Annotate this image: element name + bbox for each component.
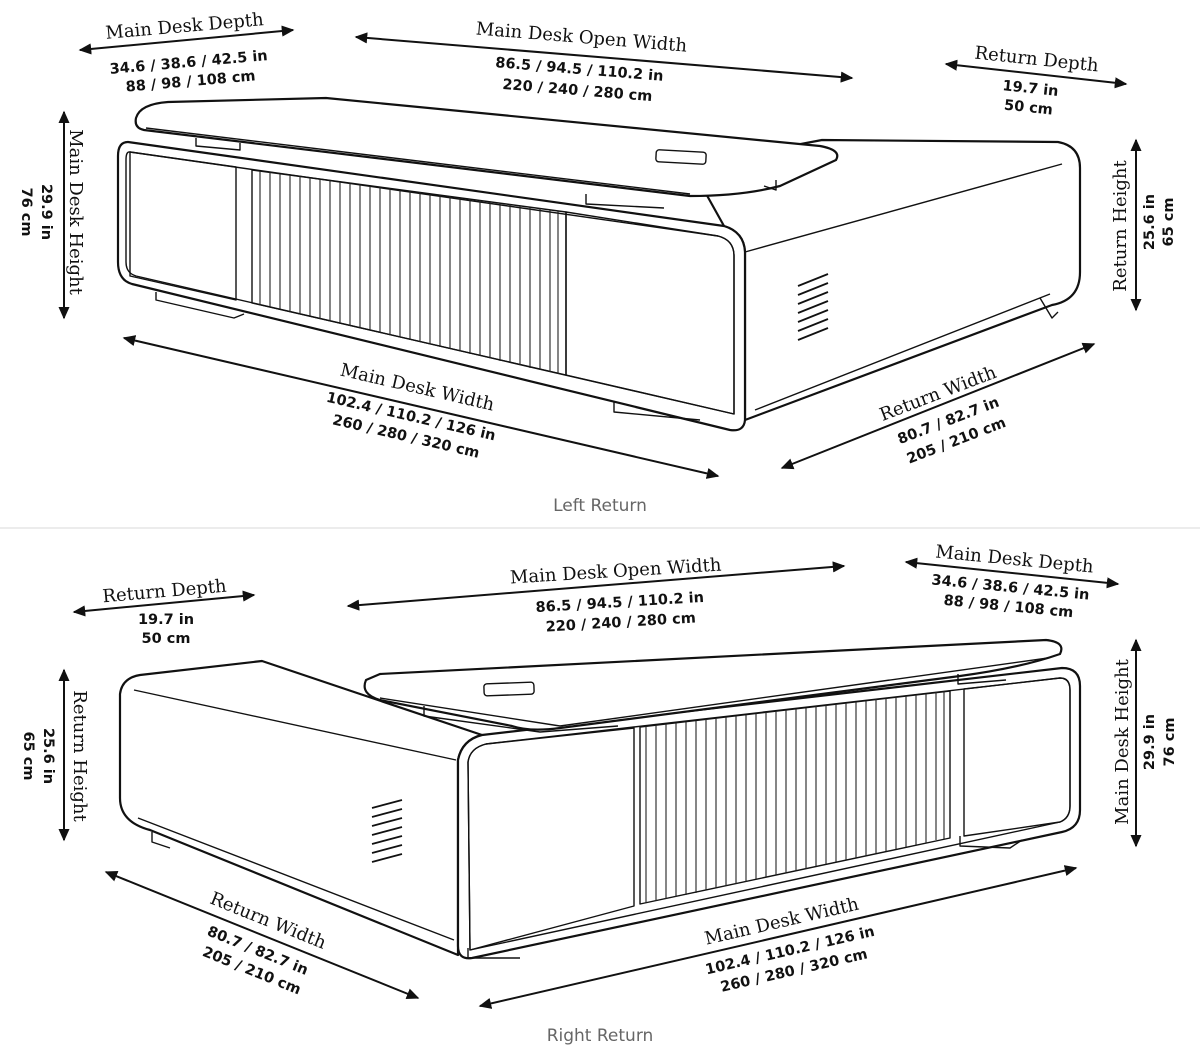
left-main-desk-width-arrow [122,335,720,479]
left-return-height-in: 25.6 in [1142,194,1158,250]
right-return-depth-in: 19.7 in [138,612,194,628]
left-return-height-title: Return Height [1110,160,1131,292]
left-return-width-arrow [780,342,1096,470]
right-open-width-cm: 220 / 240 / 280 cm [545,610,696,635]
left-open-width-arrow [354,32,854,83]
right-return-height-cm: 65 cm [20,732,36,781]
left-main-desk-depth: Main Desk Depth 34.6 / 38.6 / 42.5 in 88… [78,9,295,96]
right-return-vent-icon [371,799,403,863]
right-main-desk-height-title: Main Desk Height [1112,658,1133,824]
right-main-desk-height-in: 29.9 in [1142,714,1158,770]
left-main-desk-height-cm: 76 cm [18,188,34,237]
right-main-desk-height-cm: 76 cm [1162,718,1178,767]
right-return-depth-cm: 50 cm [142,631,191,647]
right-main-desk-depth-arrow [904,557,1120,589]
right-return-caption: Right Return [547,1026,654,1046]
left-return-depth-title: Return Depth [974,43,1100,77]
right-open-width-title: Main Desk Open Width [509,555,722,589]
left-return-vent-icon [797,273,829,341]
left-main-desk-height: Main Desk Height 29.9 in 76 cm [18,110,86,320]
left-main-desk-height-title: Main Desk Height [65,129,86,295]
left-main-desk-height-in: 29.9 in [38,184,54,240]
right-return-width-arrow [104,871,420,999]
right-return-view: Return Depth 19.7 in 50 cm Main Desk Ope… [20,541,1178,1046]
right-return-depth-arrow [72,590,256,617]
right-open-width-arrow [346,561,846,611]
left-return-height-cm: 65 cm [1161,198,1177,247]
left-return-depth: Return Depth 19.7 in 50 cm [944,43,1128,119]
left-return-view: Main Desk Depth 34.6 / 38.6 / 42.5 in 88… [18,9,1177,516]
right-main-desk-open-width: Main Desk Open Width 86.5 / 94.5 / 110.2… [346,555,846,636]
left-return-depth-cm: 50 cm [1003,98,1053,119]
left-return-depth-arrow [944,59,1128,89]
right-main-desk-depth-title: Main Desk Depth [935,541,1095,577]
left-open-width-title: Main Desk Open Width [475,18,688,56]
right-return-depth: Return Depth 19.7 in 50 cm [72,576,256,647]
right-main-desk-width-arrow [478,865,1078,1009]
right-main-desk-height: Main Desk Height 29.9 in 76 cm [1112,638,1178,848]
left-return-caption: Left Return [553,496,647,516]
right-main-desk-depth: Main Desk Depth 34.6 / 38.6 / 42.5 in 88… [904,541,1120,621]
left-main-desk-depth-arrow [78,25,295,55]
right-return-height: Return Height 25.6 in 65 cm [20,668,90,842]
left-return-desk-drawing [116,96,1082,432]
left-main-desk-open-width: Main Desk Open Width 86.5 / 94.5 / 110.2… [354,18,854,105]
left-return-height: Return Height 25.6 in 65 cm [1110,138,1177,312]
right-return-height-in: 25.6 in [40,728,56,784]
left-return-depth-in: 19.7 in [1002,78,1059,100]
right-return-height-title: Return Height [69,690,90,822]
left-main-desk-depth-title: Main Desk Depth [105,9,265,44]
